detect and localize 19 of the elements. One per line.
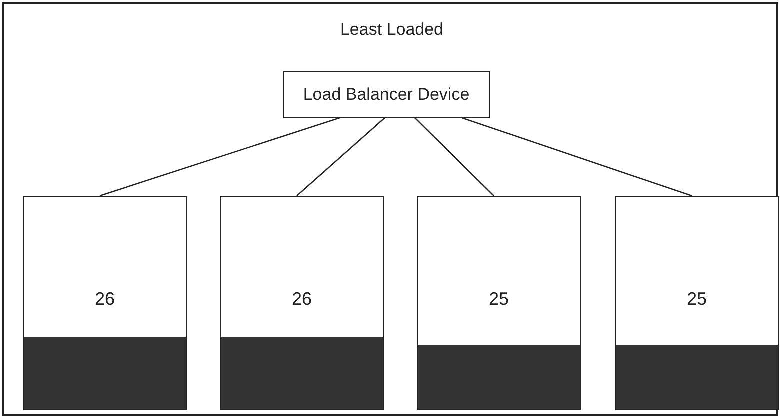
diagram-title: Least Loaded	[339, 20, 445, 40]
load-bar	[24, 337, 186, 409]
server-box	[220, 196, 384, 410]
server-box	[417, 196, 581, 410]
load-balancer-box	[283, 71, 490, 118]
load-bar	[221, 337, 383, 409]
server-box	[23, 196, 187, 410]
load-bar	[616, 345, 778, 409]
connector-line	[296, 118, 386, 196]
connection-count: 26	[94, 289, 116, 310]
device-label: Load Balancer Device	[303, 84, 470, 104]
server-box	[615, 196, 779, 410]
connection-count: 25	[686, 289, 708, 310]
connector-line	[414, 118, 494, 196]
load-bar	[418, 345, 580, 409]
connector-line	[462, 117, 692, 197]
connector-line	[100, 117, 340, 197]
connection-count: 26	[290, 289, 314, 310]
connection-count: 25	[488, 289, 510, 310]
